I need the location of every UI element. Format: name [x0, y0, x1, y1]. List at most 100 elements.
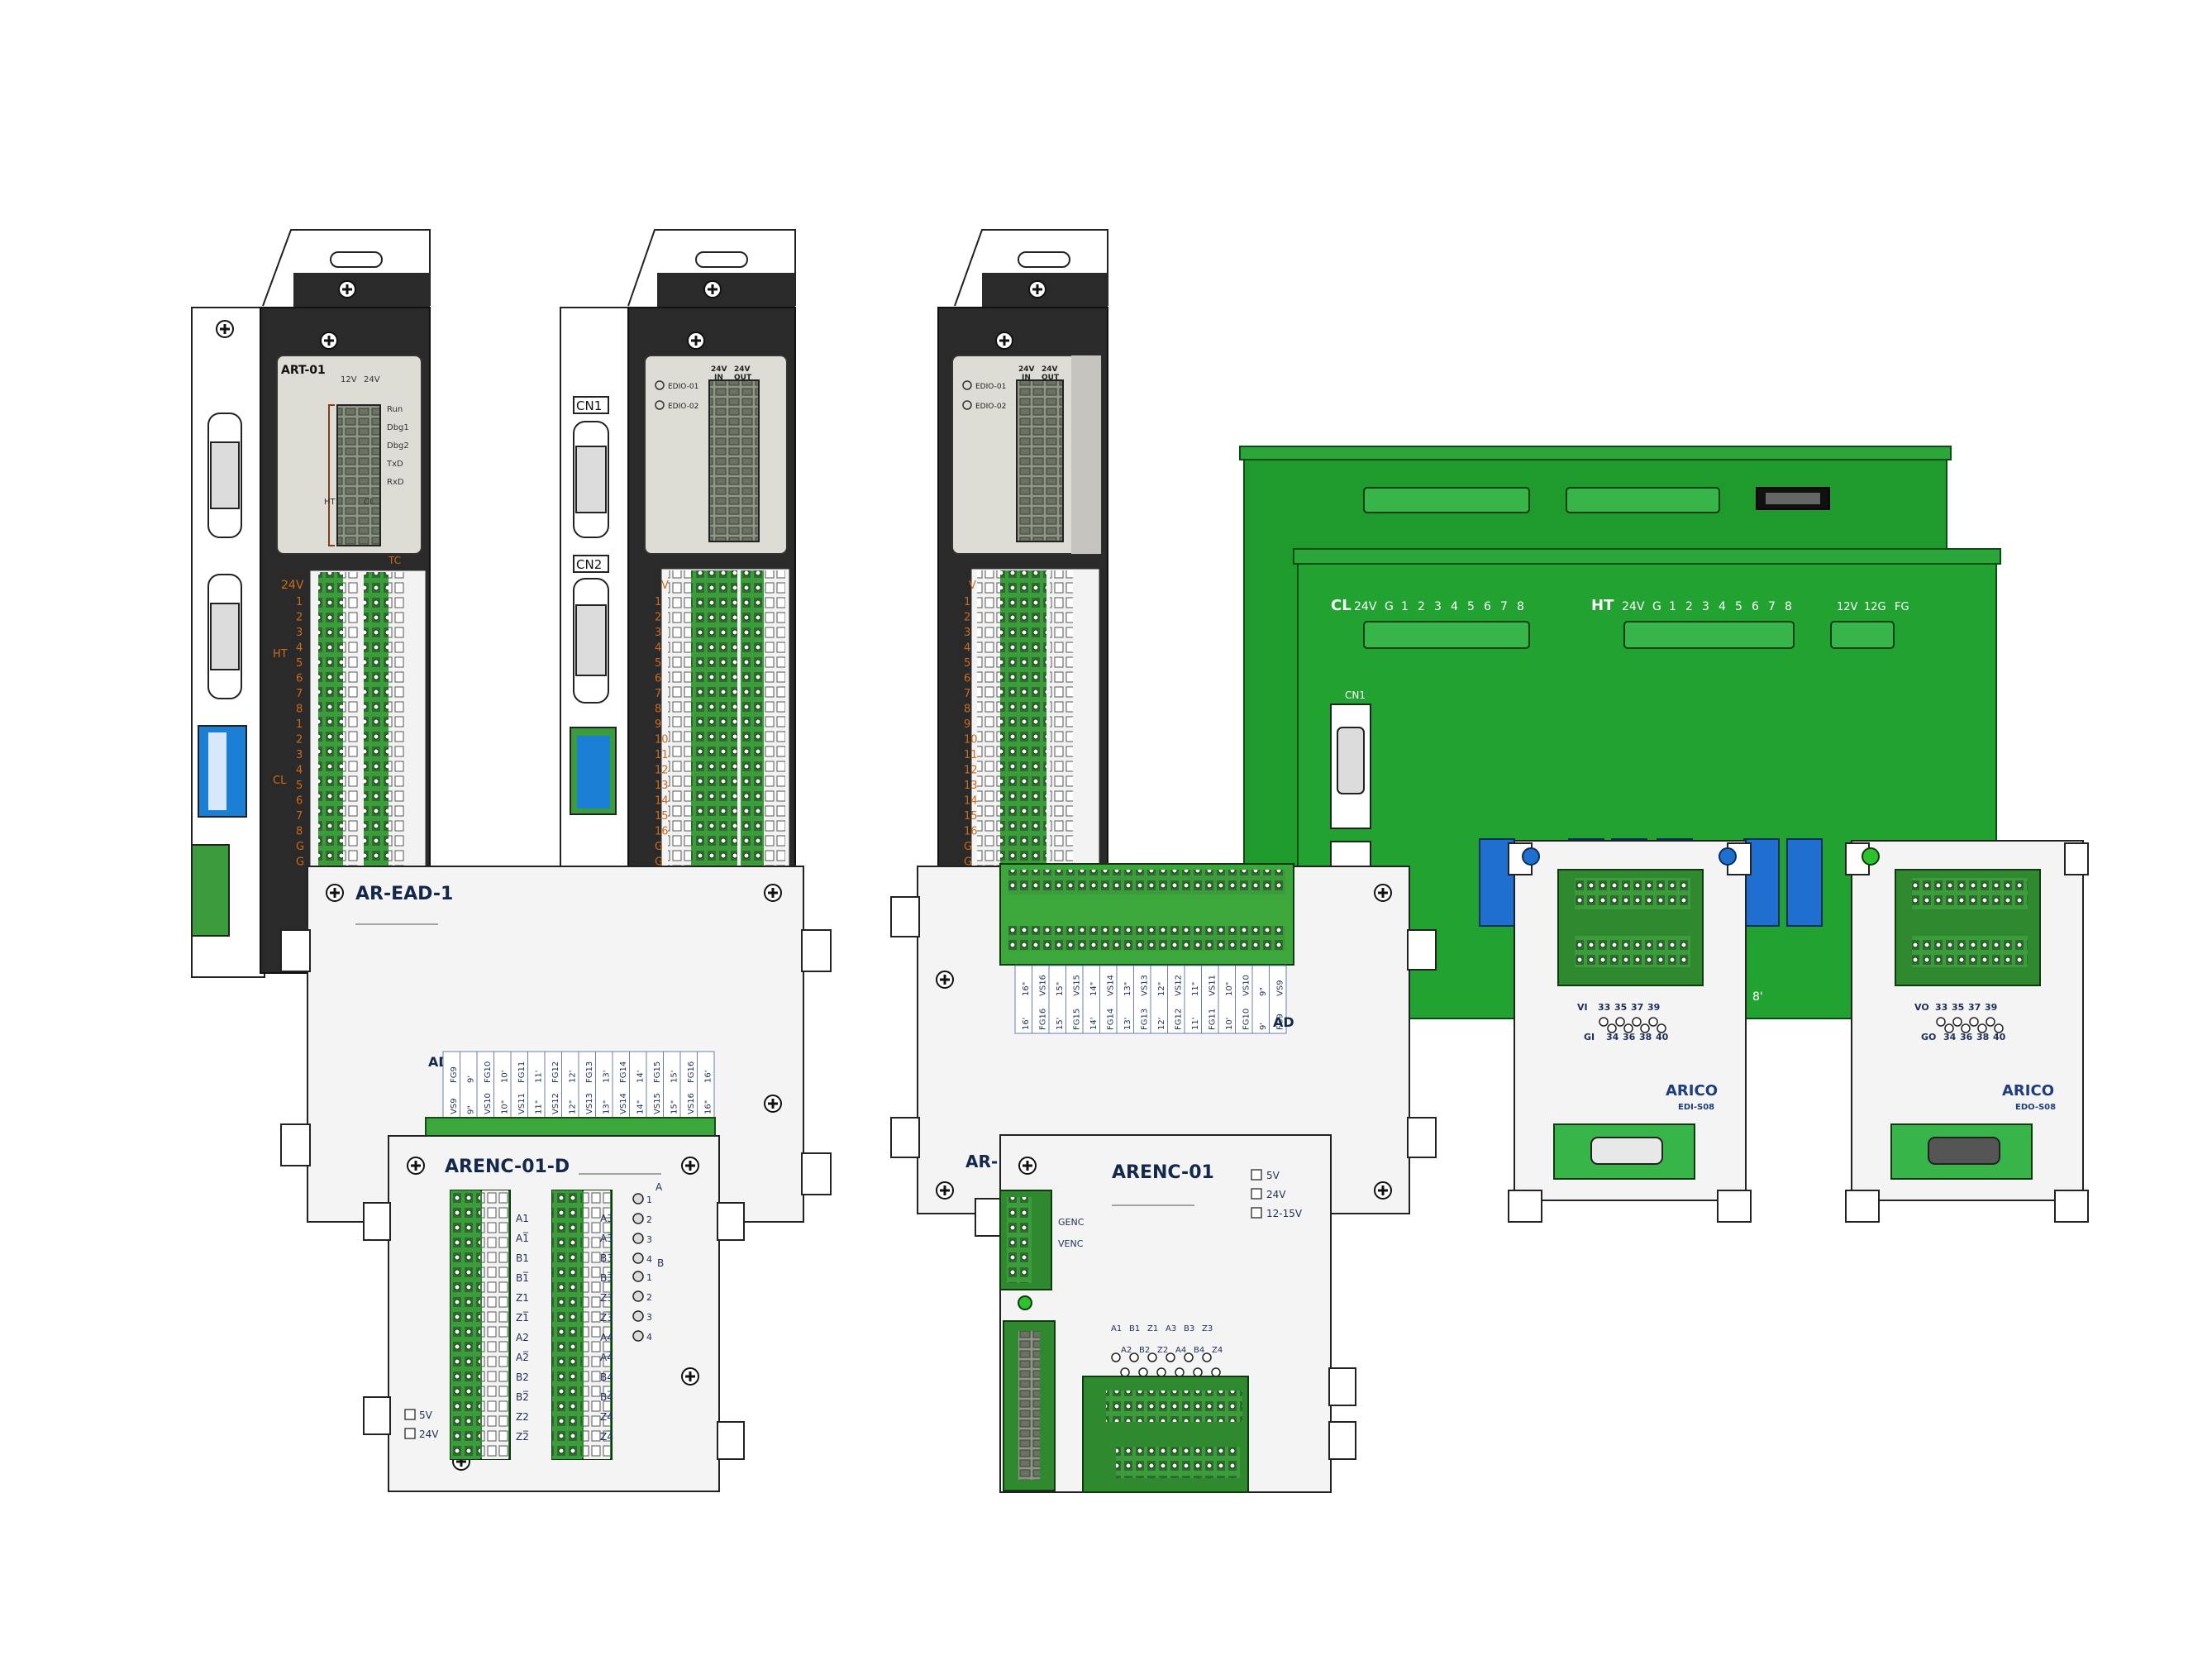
art01-24v: 24V	[364, 375, 380, 384]
ar-ead-b-col-label: FG13	[1141, 1009, 1150, 1030]
arenc-01-bot-label: B2	[1139, 1346, 1150, 1355]
arenc-01-bot-pin	[1193, 1367, 1203, 1377]
edio-terminal-number: 4	[964, 642, 970, 655]
board-power-pin: FG	[1895, 601, 1909, 613]
edo-top-label: 33	[1935, 1002, 1947, 1013]
edio-b-led2: EDIO-02	[975, 403, 1006, 411]
board-ht-pin: 4	[1719, 600, 1726, 613]
art01-terminal-number: 5	[296, 780, 303, 792]
edio-b-side-v: V	[969, 580, 976, 592]
edi-g-label: GI	[1584, 1032, 1595, 1042]
arenc-01-d-opt-5v: 5V	[419, 1410, 433, 1421]
art01-terminal-number: 6	[296, 795, 303, 808]
ar-ead-1b-terminal-labels: 16"16'VS16FG1615"15'VS15FG1514"14'VS14FG…	[1014, 965, 1287, 1034]
edio-terminal-number: 12	[655, 765, 669, 777]
arenc-01-d-opt-24v: 24V	[419, 1429, 439, 1440]
edio-a-led1: EDIO-01	[668, 383, 698, 391]
arenc-d-led-b-label: 4	[646, 1332, 652, 1343]
edi-bot-pin	[1623, 1023, 1633, 1033]
arenc-d-led-a-label: 4	[646, 1254, 652, 1265]
arenc-d-right-label: A3̅	[600, 1232, 613, 1244]
edio-a-led2: EDIO-02	[668, 403, 698, 411]
ar-ead-col-label: VS11	[517, 1093, 527, 1114]
art01-terminal-number: 3	[296, 749, 303, 761]
edio-terminal-number: 15	[655, 810, 669, 823]
board-power-pin: 12G	[1864, 601, 1886, 613]
ar-ead-col-label: 12"	[569, 1100, 578, 1114]
edio-b-in-bot: IN	[1022, 374, 1031, 382]
art01-terminal-number: 8	[296, 704, 303, 716]
arenc-01-bot-label: Z2	[1157, 1346, 1168, 1355]
board-cl-pin: 5	[1467, 600, 1475, 613]
edi-bot-label: 34	[1606, 1032, 1619, 1042]
arenc-01-opt-24v: 24V	[1266, 1189, 1286, 1200]
arenc-01-title: ARENC-01	[1112, 1162, 1214, 1183]
ar-ead-col-label: 15'	[670, 1071, 679, 1083]
board-ht-pin: 1	[1669, 600, 1676, 613]
arenc-d-left-label: B2̅	[516, 1390, 529, 1403]
edio-terminal-number: 16	[655, 826, 669, 838]
art01-terminal-number: 4	[296, 642, 303, 655]
edio-terminal-number: G	[655, 841, 663, 853]
edio-a-in-bot: IN	[714, 374, 723, 382]
arenc-d-led-a-label: 1	[646, 1195, 652, 1205]
board-ht-pin: 7	[1768, 600, 1776, 613]
edio-terminal-number: 7	[655, 688, 661, 700]
ar-ead-b-col-label: 15'	[1056, 1018, 1065, 1030]
arenc-d-right-label: Z3	[600, 1292, 613, 1304]
arenc-d-led-a	[632, 1193, 644, 1204]
edi-bot-label: 38	[1639, 1032, 1652, 1042]
edio-a-cn2: CN2	[576, 557, 602, 572]
ar-ead-b-col-label: 12'	[1157, 1018, 1166, 1030]
arenc-01-top-pin	[1129, 1352, 1139, 1362]
edio-terminal-number: 10	[964, 734, 978, 747]
edo-v-label: VO	[1914, 1002, 1929, 1013]
edio-terminal-number: 13	[964, 780, 978, 792]
ar-ead-b-col-label: 13"	[1123, 982, 1132, 996]
edi-bot-pin	[1657, 1023, 1666, 1033]
ar-ead-b-col-label: FG11	[1208, 1009, 1218, 1030]
arenc-d-left-label: B2	[516, 1371, 529, 1383]
arenc-01-top-label: B3	[1184, 1324, 1194, 1333]
arenc-01-d-title: ARENC-01-D	[445, 1157, 570, 1177]
board-cl-pin: 24V	[1354, 600, 1377, 613]
edi-top-pin	[1599, 1017, 1609, 1027]
edio-b-out-top: 24V	[1042, 365, 1058, 374]
edi-top-label: 35	[1614, 1002, 1627, 1013]
arenc-01-top-label: B1	[1129, 1324, 1140, 1333]
edio-b-out-bot: OUT	[1042, 374, 1060, 382]
art01-terminal-number: 8	[296, 826, 303, 838]
arenc-d-left-label: A2̅	[516, 1351, 529, 1363]
arenc-d-led-b	[632, 1271, 644, 1282]
art01-terminal-number: 6	[296, 673, 303, 685]
edio-terminal-number: 8	[655, 704, 661, 716]
edo-bot-label: 40	[1993, 1032, 2006, 1042]
ar-ead-col-label: VS16	[687, 1093, 696, 1114]
art01-label: ART-01	[281, 364, 326, 377]
arenc-01-venc: VENC	[1058, 1238, 1084, 1249]
arenc-d-led-a	[632, 1252, 644, 1264]
art01-terminal-number: 1	[296, 596, 303, 608]
ar-ead-col-label: FG10	[484, 1061, 493, 1083]
ar-ead-b-col-label: VS12	[1175, 975, 1184, 996]
art01-terminal-number: G	[296, 841, 304, 853]
arenc-d-led-b-label: 1	[646, 1272, 652, 1283]
board-right-label: 8'	[1752, 990, 1763, 1004]
arenc-d-led-b-label: 2	[646, 1292, 652, 1303]
ar-ead-b-col-label: 12"	[1157, 982, 1166, 996]
art01-tc: TC	[388, 555, 401, 566]
edi-s08-brand: ARICO	[1666, 1082, 1718, 1100]
ar-ead-col-label: VS13	[585, 1093, 594, 1114]
arenc-01-top-pin	[1202, 1352, 1212, 1362]
ar-ead-b-col-label: FG10	[1242, 1009, 1251, 1030]
ar-ead-col-label: 13"	[603, 1100, 612, 1114]
edio-terminal-number: 2	[964, 612, 970, 624]
